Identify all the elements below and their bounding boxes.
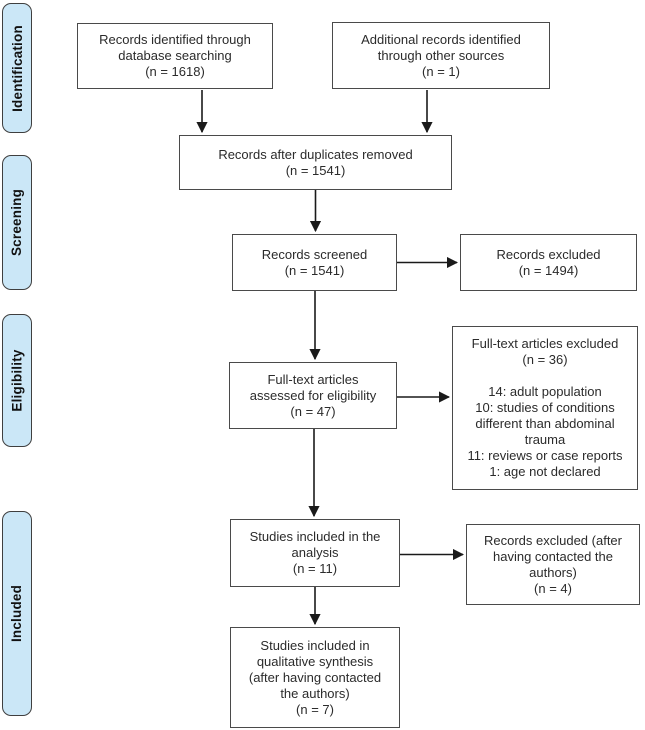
- box-records-excluded-after-contact-text: Records excluded (after having contacted…: [483, 532, 622, 596]
- stage-screening-label: Screening: [9, 188, 25, 257]
- box-fulltext-excluded: Full-text articles excluded (n = 36) 14:…: [452, 326, 638, 490]
- stage-eligibility: Eligibility: [2, 314, 32, 447]
- box-additional-records-other-sources-text: Additional records identified through ot…: [361, 31, 521, 79]
- stage-eligibility-label: Eligibility: [9, 349, 25, 412]
- box-records-excluded: Records excluded (n = 1494): [460, 234, 637, 291]
- box-records-identified-database-text: Records identified through database sear…: [99, 32, 251, 79]
- box-fulltext-assessed-text: Full-text articles assessed for eligibil…: [249, 371, 377, 419]
- box-records-screened: Records screened (n = 1541): [232, 234, 397, 291]
- box-studies-included-analysis-text: Studies included in the analysis (n = 11…: [249, 529, 381, 576]
- box-records-identified-database: Records identified through database sear…: [77, 23, 273, 89]
- box-additional-records-other-sources: Additional records identified through ot…: [332, 22, 550, 89]
- stage-identification: Identification: [2, 3, 32, 133]
- box-studies-included-analysis: Studies included in the analysis (n = 11…: [230, 519, 400, 587]
- stage-included: Included: [2, 511, 32, 716]
- stage-screening: Screening: [2, 155, 32, 290]
- box-records-screened-text: Records screened (n = 1541): [261, 246, 368, 278]
- stage-identification-label: Identification: [9, 24, 25, 112]
- box-records-excluded-text: Records excluded (n = 1494): [496, 246, 601, 278]
- box-records-after-duplicates-removed-text: Records after duplicates removed (n = 15…: [218, 146, 413, 178]
- stage-included-label: Included: [9, 584, 25, 643]
- box-studies-qualitative-synthesis: Studies included in qualitative synthesi…: [230, 627, 400, 728]
- box-studies-qualitative-synthesis-text: Studies included in qualitative synthesi…: [248, 637, 382, 717]
- box-records-after-duplicates-removed: Records after duplicates removed (n = 15…: [179, 135, 452, 190]
- box-fulltext-excluded-text: Full-text articles excluded (n = 36) 14:…: [467, 336, 623, 479]
- box-fulltext-assessed: Full-text articles assessed for eligibil…: [229, 362, 397, 429]
- box-records-excluded-after-contact: Records excluded (after having contacted…: [466, 524, 640, 605]
